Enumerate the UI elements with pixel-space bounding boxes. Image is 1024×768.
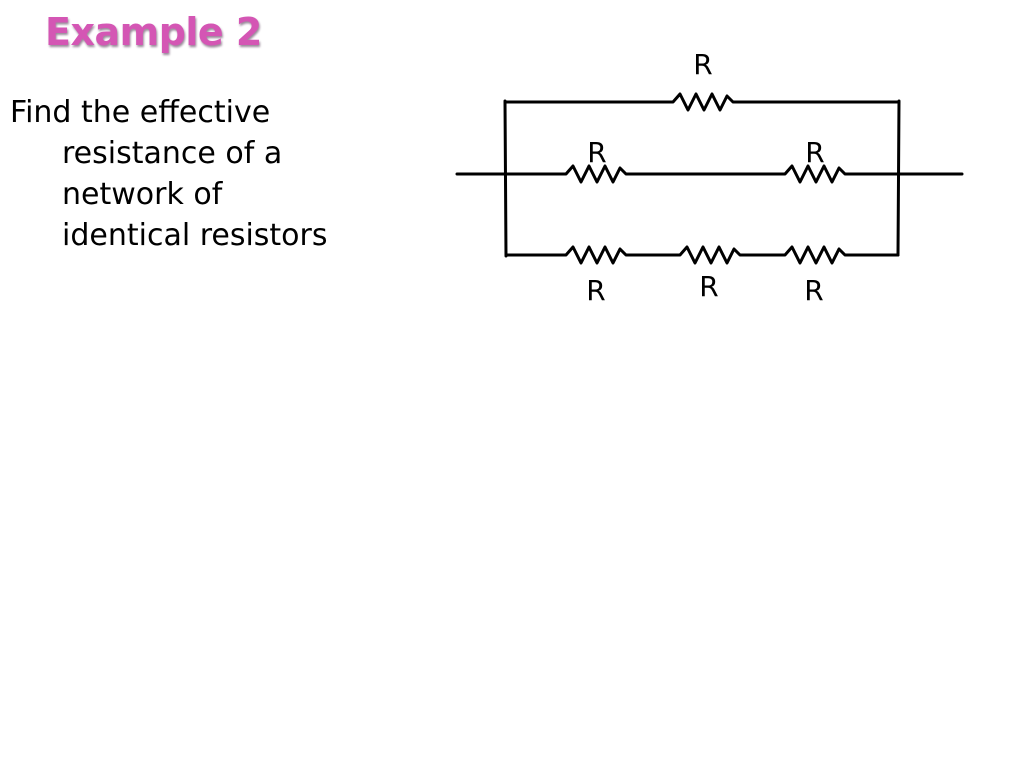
resistor-label-bottom-right: R <box>804 274 823 307</box>
resistor-label-top: R <box>693 48 712 81</box>
right-rail-wire <box>896 99 901 257</box>
middle-branch-wire <box>504 164 900 184</box>
problem-line-2: resistance of a <box>62 136 283 171</box>
slide-title: Example 2 <box>45 10 262 54</box>
resistor-label-middle-right: R <box>805 136 824 169</box>
bottom-branch-wire <box>504 245 900 265</box>
resistor-label-bottom-left: R <box>586 274 605 307</box>
left-rail-wire <box>503 99 508 258</box>
resistor-label-bottom-middle: R <box>699 270 718 303</box>
top-branch-wire <box>503 92 901 112</box>
problem-line-1: Find the effective <box>10 95 271 130</box>
resistor-label-middle-left: R <box>587 136 606 169</box>
problem-line-3: network of <box>62 177 223 212</box>
problem-statement: Find the effective resistance of a netwo… <box>10 92 400 256</box>
problem-line-4: identical resistors <box>62 218 328 253</box>
